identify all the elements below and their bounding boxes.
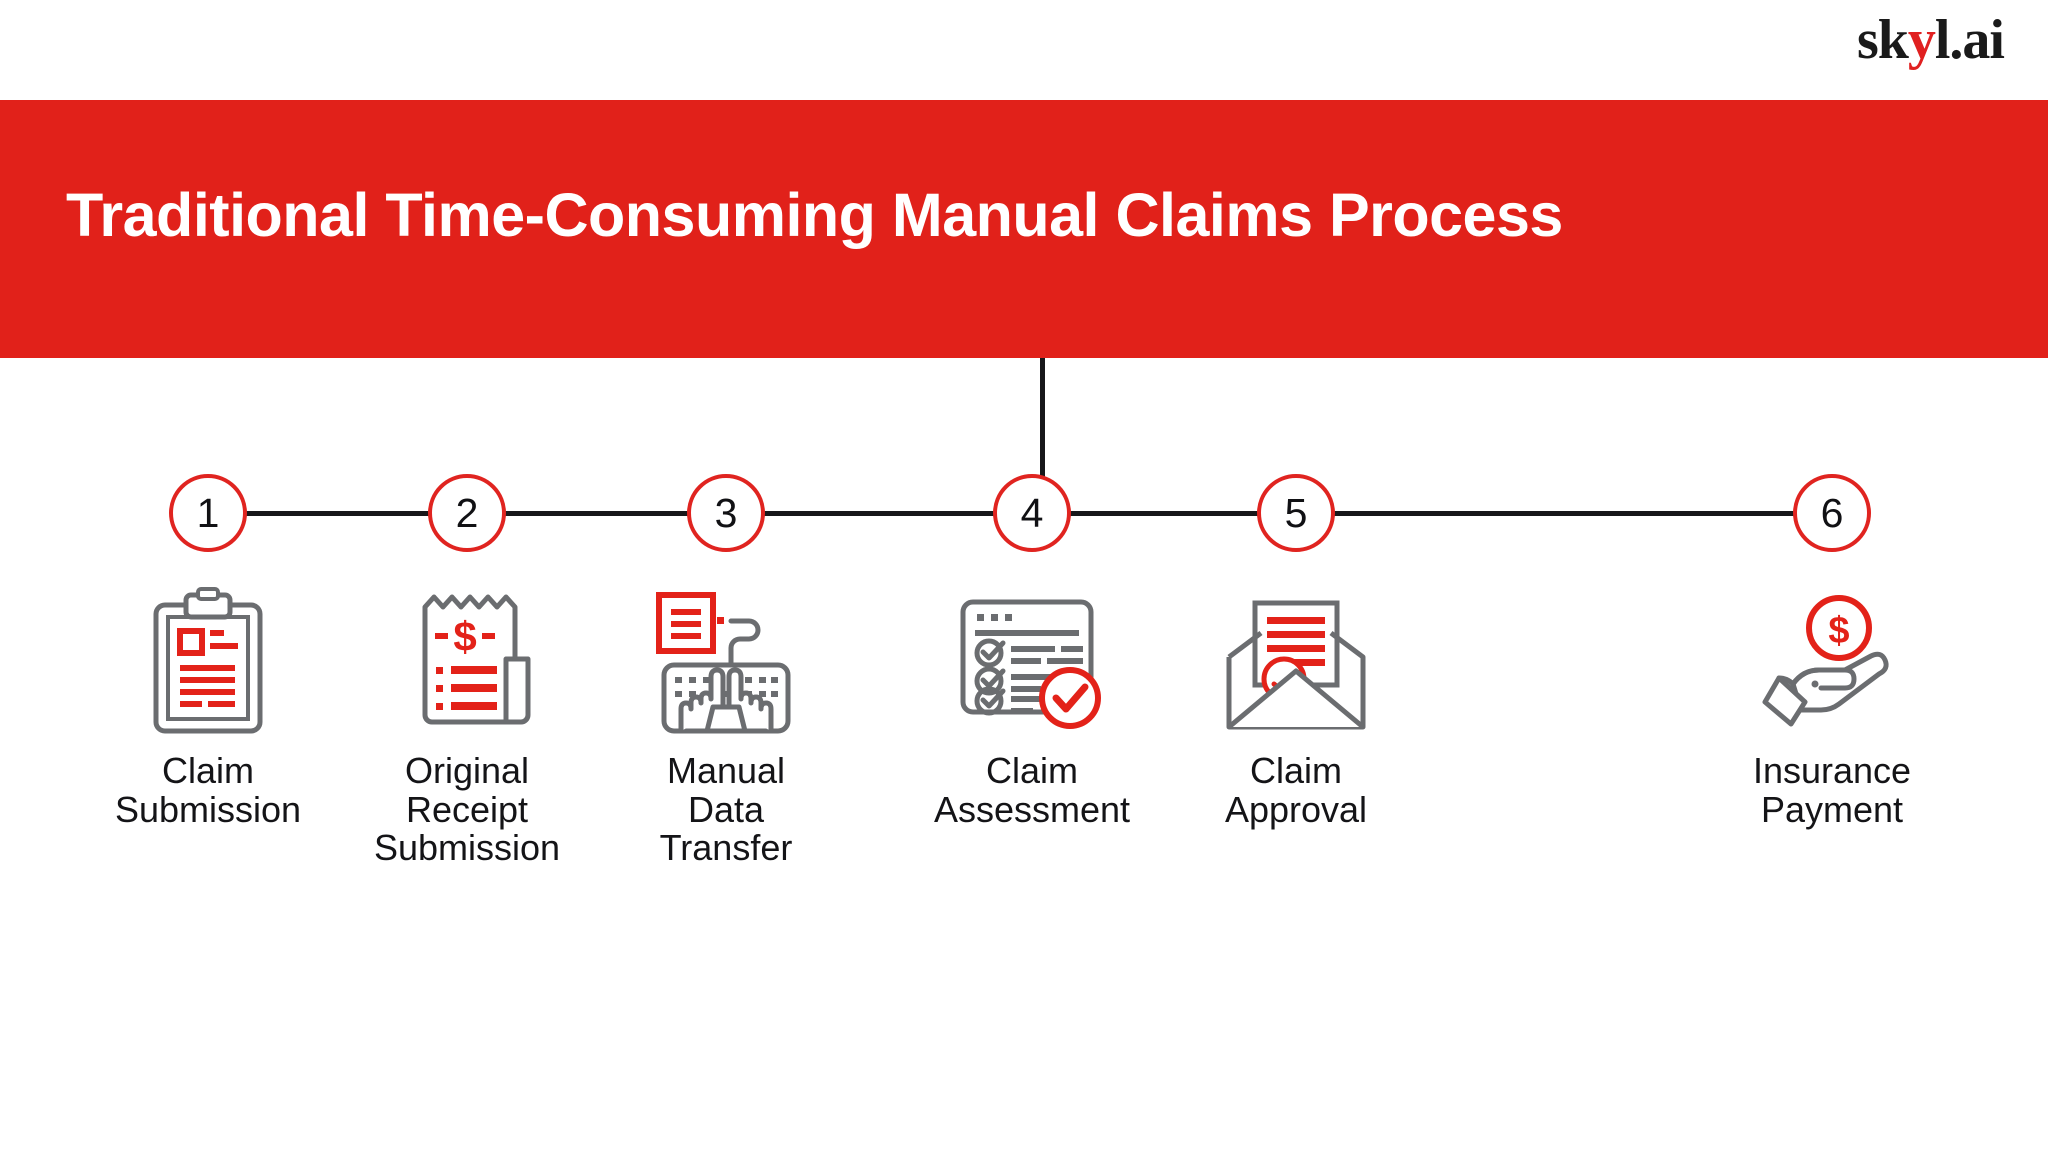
logo-bar: skyl.ai	[0, 0, 2048, 100]
banner-timeline-connector	[1040, 358, 1045, 515]
logo-suffix: l.ai	[1934, 9, 2005, 71]
step-number-5: 5	[1284, 489, 1308, 536]
process-timeline: 1 Claim Submission 2	[0, 358, 2048, 1152]
timeline-step-6[interactable]: 6 $ Insurance Payment	[1702, 474, 1962, 829]
svg-text:$: $	[1828, 610, 1849, 652]
page-title: Traditional Time-Consuming Manual Claims…	[66, 181, 1563, 249]
step-marker-2[interactable]: 2	[428, 474, 506, 552]
step-label-3: Manual Data Transfer	[596, 750, 856, 869]
step-label-1: Claim Submission	[78, 750, 338, 830]
timeline-step-2[interactable]: 2 $ Original Receipt Submission	[337, 474, 597, 868]
timeline-segment-4-5	[1030, 511, 1296, 516]
step-label-6: Insurance Payment	[1702, 750, 1962, 830]
step-number-2: 2	[455, 489, 479, 536]
label-line: Claim	[985, 750, 1078, 791]
timeline-step-3[interactable]: 3	[596, 474, 856, 868]
hand-coin-icon: $	[1702, 582, 1962, 742]
envelope-approved-icon	[1166, 582, 1426, 742]
step-marker-6[interactable]: 6	[1793, 474, 1871, 552]
step-marker-5[interactable]: 5	[1257, 474, 1335, 552]
step-number-3: 3	[714, 489, 738, 536]
label-line: Submission	[114, 788, 302, 830]
label-line: Claim	[161, 750, 254, 791]
timeline-step-1[interactable]: 1 Claim Submission	[78, 474, 338, 829]
label-line: Receipt	[405, 788, 529, 830]
clipboard-icon	[78, 582, 338, 742]
svg-text:$: $	[453, 613, 476, 660]
step-marker-1[interactable]: 1	[169, 474, 247, 552]
timeline-step-4[interactable]: 4	[902, 474, 1162, 829]
step-label-2: Original Receipt Submission	[337, 750, 597, 869]
timeline-segment-1-2	[208, 511, 467, 516]
label-line: Claim	[1249, 750, 1342, 791]
checklist-window-icon	[902, 582, 1162, 742]
logo-prefix: sk	[1856, 9, 1909, 71]
label-line: Assessment	[933, 788, 1131, 830]
label-line: Data	[687, 788, 765, 830]
timeline-step-5[interactable]: 5 Claim Approval	[1166, 474, 1426, 829]
timeline-segment-6-end	[1554, 511, 1794, 516]
step-number-6: 6	[1820, 489, 1844, 536]
timeline-segment-2-3	[466, 511, 726, 516]
step-label-5: Claim Approval	[1166, 750, 1426, 830]
label-line: Insurance	[1752, 750, 1912, 791]
step-marker-3[interactable]: 3	[687, 474, 765, 552]
step-label-4: Claim Assessment	[902, 750, 1162, 830]
label-line: Manual	[666, 750, 786, 791]
step-marker-4[interactable]: 4	[993, 474, 1071, 552]
logo-accent-letter: y	[1907, 9, 1936, 71]
label-line: Approval	[1224, 788, 1368, 830]
step-number-1: 1	[196, 489, 220, 536]
timeline-segment-5-6	[1295, 511, 1555, 516]
title-banner: Traditional Time-Consuming Manual Claims…	[0, 100, 2048, 358]
keyboard-typing-icon	[596, 582, 856, 742]
label-line: Transfer	[659, 827, 793, 869]
label-line: Original	[404, 750, 530, 791]
receipt-dollar-icon: $	[337, 582, 597, 742]
timeline-segment-3-4	[725, 511, 1016, 516]
step-number-4: 4	[1020, 489, 1044, 536]
label-line: Payment	[1760, 788, 1904, 830]
label-line: Submission	[373, 827, 561, 869]
skyl-ai-logo: skyl.ai	[1856, 9, 2005, 71]
